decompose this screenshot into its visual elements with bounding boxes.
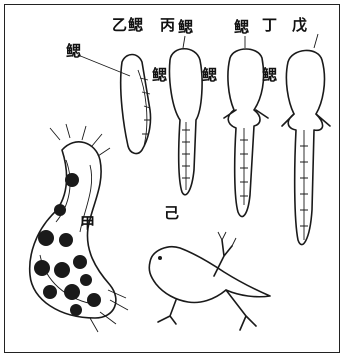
callout-gill-left: 鳃	[66, 42, 81, 60]
label-jia: 甲	[80, 214, 95, 232]
callout-gill-ding-side: 鳃	[262, 66, 277, 84]
egg-mass	[30, 124, 128, 332]
label-yi: 乙	[112, 16, 127, 34]
tadpole-wu	[282, 50, 330, 244]
callout-gill-bing-side: 鳃	[202, 66, 217, 84]
callout-gill-yi: 鳃	[152, 66, 167, 84]
label-bing: 丙	[160, 16, 175, 34]
tadpole-bing	[169, 49, 202, 195]
young-frog	[149, 232, 270, 330]
tadpole-yi	[121, 55, 151, 154]
callout-gill-e: 鳃	[234, 18, 249, 36]
leader-wu	[314, 34, 318, 48]
label-wu: 戊	[292, 16, 307, 34]
leader-bing	[183, 36, 185, 48]
callout-gill-b: 鳃	[128, 16, 143, 34]
label-ding: 丁	[262, 16, 277, 34]
label-ji: 己	[164, 204, 179, 222]
callout-gill-c: 鳃	[178, 18, 193, 36]
